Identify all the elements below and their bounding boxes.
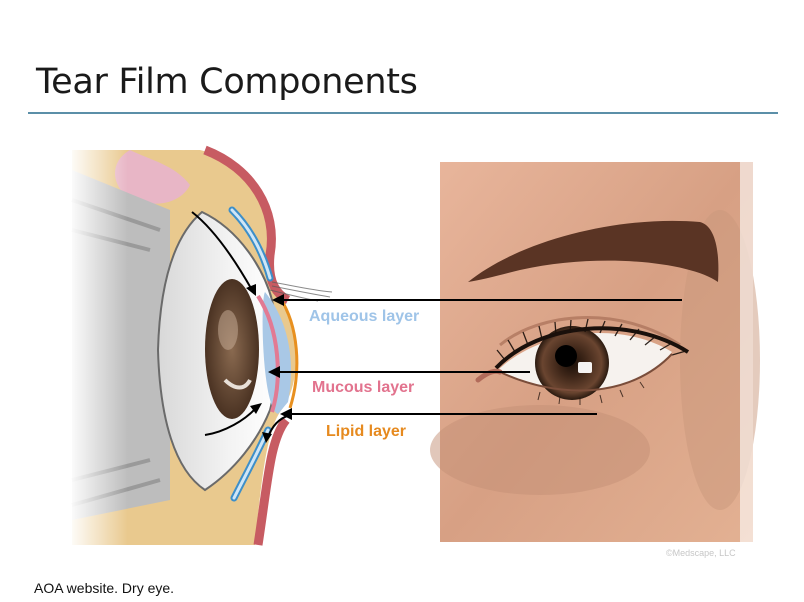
mucous-layer-band — [256, 294, 280, 413]
cross-section-iris — [205, 279, 259, 419]
pointer-lines — [278, 299, 682, 415]
eye-cross-section — [68, 145, 333, 548]
image-credit: ©Medscape, LLC — [666, 548, 736, 558]
source-caption: AOA website. Dry eye. — [34, 580, 175, 596]
face-illustration: ©Medscape, LLC — [430, 162, 760, 558]
eye-pupil — [555, 345, 577, 367]
lipid-layer-label: Lipid layer — [326, 423, 406, 440]
eyebrow — [468, 220, 719, 282]
mucous-layer-label: Mucous layer — [312, 379, 414, 396]
lipid-layer-band — [278, 297, 299, 409]
slide-title: Tear Film Components — [36, 62, 418, 102]
aqueous-layer-label: Aqueous layer — [309, 308, 419, 325]
title-divider — [28, 112, 778, 114]
